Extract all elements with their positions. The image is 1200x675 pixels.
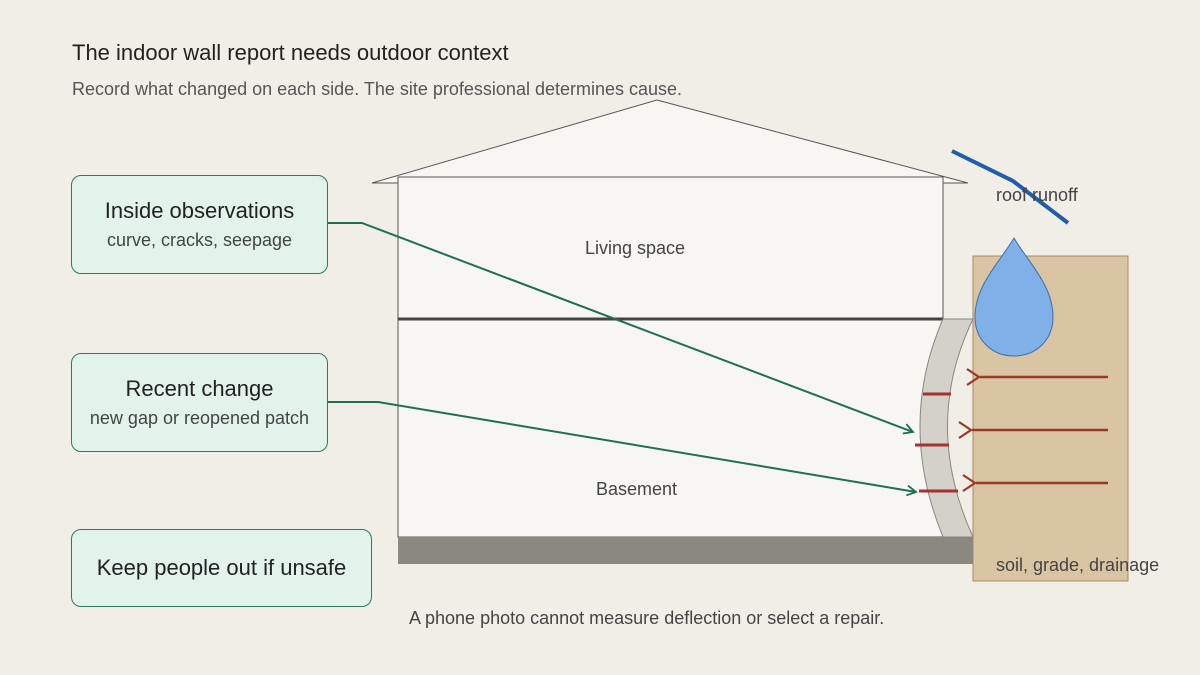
basement-room xyxy=(397,318,944,538)
inside-observations-detail: curve, cracks, seepage xyxy=(106,230,293,250)
roof-runoff-label: roof runoff xyxy=(996,185,1078,205)
recent-change-box: Recent change new gap or reopened patch xyxy=(71,353,328,452)
connector-inside-observations xyxy=(327,222,915,435)
recent-change-detail: new gap or reopened patch xyxy=(89,408,310,428)
keep-people-out-box: Keep people out if unsafe xyxy=(71,529,372,607)
living-space-label: Living space xyxy=(585,238,686,258)
living-space-room xyxy=(397,176,944,320)
water-drop-icon xyxy=(974,237,1054,357)
inside-observations-box: Inside observations curve, cracks, seepa… xyxy=(71,175,328,274)
roof xyxy=(371,99,969,184)
connector-recent-change xyxy=(327,401,918,497)
keep-people-out-heading: Keep people out if unsafe xyxy=(96,555,347,580)
soil-label: soil, grade, drainage xyxy=(996,555,1160,575)
page-title: The indoor wall report needs outdoor con… xyxy=(72,40,509,65)
page-subtitle: Record what changed on each side. The si… xyxy=(72,79,683,99)
inside-observations-heading: Inside observations xyxy=(104,198,295,223)
footing xyxy=(398,537,973,564)
recent-change-heading: Recent change xyxy=(125,376,274,401)
footnote: A phone photo cannot measure deflection … xyxy=(409,608,885,628)
bowed-foundation-wall xyxy=(919,318,974,538)
basement-label: Basement xyxy=(596,479,678,499)
roof-runoff-line xyxy=(951,149,1070,225)
